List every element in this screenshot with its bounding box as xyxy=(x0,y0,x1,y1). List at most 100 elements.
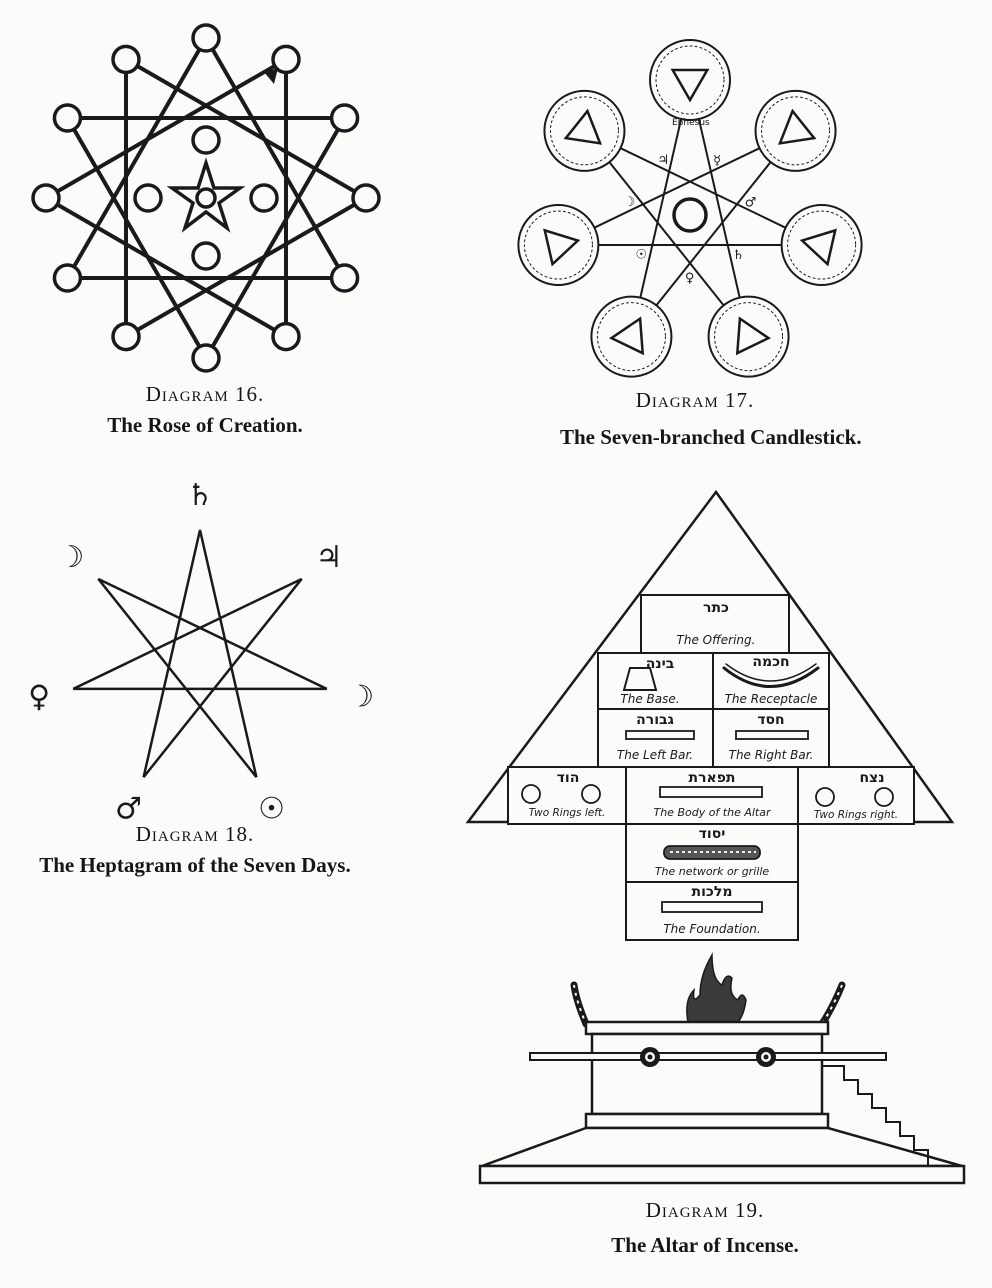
altar-flame xyxy=(686,952,747,1023)
heptagram-planet-symbol: ☉ xyxy=(258,792,285,827)
altar-platform-top xyxy=(481,1126,963,1168)
ephesus-label: Ephesus xyxy=(672,118,710,128)
heptagram-planet-symbol: ☽ xyxy=(58,540,85,575)
rose-outer-circle xyxy=(351,183,381,213)
cell-base-label: The Base. xyxy=(620,692,679,706)
altar-body xyxy=(590,1032,824,1116)
diagram-17-number: Diagram 17. xyxy=(635,388,755,412)
candlestick-disk-triangle xyxy=(735,316,772,356)
cell-decorations xyxy=(521,663,894,913)
candlestick-disk xyxy=(590,295,673,378)
rose-circles xyxy=(31,23,381,373)
cell-foundation xyxy=(625,881,799,941)
candlestick-disk xyxy=(517,204,600,287)
diagram-18-number: Diagram 18. xyxy=(135,822,255,846)
candlestick-disk-ring xyxy=(787,210,857,280)
pentagram-center-circle xyxy=(195,187,217,209)
rose-pentagram xyxy=(166,157,246,233)
candlestick-disk-triangle xyxy=(799,228,837,267)
cell-right-bar-hebrew: חסד xyxy=(757,712,784,728)
diagram-19-subtitle: The Altar of Incense. xyxy=(611,1233,799,1257)
candlestick-disk-ring xyxy=(761,96,831,166)
heptagram-planet-symbol: ♀ xyxy=(28,680,50,715)
cell-receptacle-hebrew: חכמה xyxy=(752,654,789,670)
heptagram-planet-symbol: ☽ xyxy=(347,680,374,715)
rose-outer-circle xyxy=(111,321,141,352)
rose-outer-circle xyxy=(271,321,301,352)
heptagram-star xyxy=(72,529,328,778)
diagram-17-caption: Diagram 17. The Seven-branched Candlesti… xyxy=(560,388,862,450)
heptagram-planet-symbols: ♄♃☽☉♂♀☽ xyxy=(28,478,374,827)
candlestick-center-circle xyxy=(672,197,708,233)
cell-foundation-label: The Foundation. xyxy=(663,922,760,936)
diagram-18-subtitle: The Heptagram of the Seven Days. xyxy=(39,853,351,877)
rose-triangle xyxy=(41,55,288,341)
cell-body-label: The Body of the Altar xyxy=(653,806,772,819)
diagram-19-number: Diagram 19. xyxy=(645,1198,765,1222)
candlestick-disk xyxy=(707,295,790,378)
rose-outer-circle xyxy=(329,103,360,133)
candlestick-planet-symbols: ☿♂♄♀☉☽♃ xyxy=(624,153,757,286)
candlestick-heptagram xyxy=(557,79,823,338)
candlestick-planet-symbol: ☉ xyxy=(636,247,648,262)
heptagram-planet-symbol: ♄ xyxy=(187,478,214,513)
candlestick-disk-ring xyxy=(714,302,784,372)
rose-outer-circle xyxy=(31,183,61,213)
candlestick-disks xyxy=(517,39,863,378)
rose-inner-circle xyxy=(191,125,221,155)
candlestick-planet-symbol: ♀ xyxy=(685,271,695,286)
candlestick-disk-triangle xyxy=(777,108,817,145)
candlestick-disk xyxy=(780,204,863,287)
rose-inner-circle xyxy=(249,183,279,213)
candlestick-disk-ring xyxy=(549,96,619,166)
heptagram-planet-symbol: ♂ xyxy=(115,792,142,827)
altar-carrying-bar xyxy=(529,1052,887,1061)
rose-inner-circle xyxy=(191,241,221,271)
altar-cell-texts: כתר The Offering. בינה The Base. חכמה Th… xyxy=(529,600,899,936)
candlestick-planet-symbol: ☿ xyxy=(713,153,721,168)
cell-base xyxy=(597,652,714,710)
rose-arrow-tip xyxy=(264,68,278,84)
cell-grille-label: The network or grille xyxy=(655,865,770,878)
altar-crown xyxy=(584,1020,830,1036)
candlestick-disk-triangle xyxy=(608,316,645,356)
altar-cells xyxy=(507,594,915,941)
cell-grille-hebrew: יסוד xyxy=(699,826,726,842)
candlestick-disk xyxy=(649,39,731,121)
cell-rings-left-hebrew: הוד xyxy=(557,770,580,786)
candlestick-planet-symbol: ♄ xyxy=(732,248,744,263)
candlestick-disk-triangle xyxy=(670,68,710,103)
cell-offering-label: The Offering. xyxy=(677,633,756,647)
diagram-17-subtitle: The Seven-branched Candlestick. xyxy=(560,425,862,449)
cell-right-bar xyxy=(712,708,830,768)
cell-rings-right-label: Two Rings right. xyxy=(814,809,898,821)
candlestick-disk-ring xyxy=(596,302,666,372)
cell-offering xyxy=(640,594,790,654)
rose-outer-circle xyxy=(271,44,301,75)
rose-outer-circle xyxy=(111,44,141,75)
diagram-18-caption: Diagram 18. The Heptagram of the Seven D… xyxy=(10,822,380,878)
candlestick-disk xyxy=(754,89,837,172)
rose-triangle xyxy=(63,33,349,280)
rose-outer-circle xyxy=(52,263,83,293)
altar-platform-base xyxy=(478,1164,966,1185)
candlestick-planet-symbol: ♂ xyxy=(745,196,757,211)
cell-base-hebrew: בינה xyxy=(646,656,675,672)
altar-drawing xyxy=(478,952,966,1185)
cell-foundation-hebrew: מלכות xyxy=(692,884,733,900)
cell-left-bar-hebrew: גבורה xyxy=(636,712,674,728)
rose-triangle xyxy=(124,55,371,341)
rose-outer-circle xyxy=(191,23,221,53)
pentagram-outline xyxy=(166,157,246,233)
candlestick-disk-ring xyxy=(523,210,593,280)
rose-of-creation-figure xyxy=(31,23,381,373)
diagram-16-number: Diagram 16. xyxy=(145,382,265,406)
rose-star-lines xyxy=(41,33,371,363)
cell-left-bar-label: The Left Bar. xyxy=(617,748,693,762)
cell-body-hebrew: תפארת xyxy=(689,770,736,786)
heptagram-figure: ♄♃☽☉♂♀☽ xyxy=(28,478,374,827)
altar-horn-right xyxy=(818,981,846,1028)
candlestick-disk-ring xyxy=(655,45,725,115)
cell-rings-left-label: Two Rings left. xyxy=(529,807,606,819)
candlestick-disk xyxy=(543,89,626,172)
